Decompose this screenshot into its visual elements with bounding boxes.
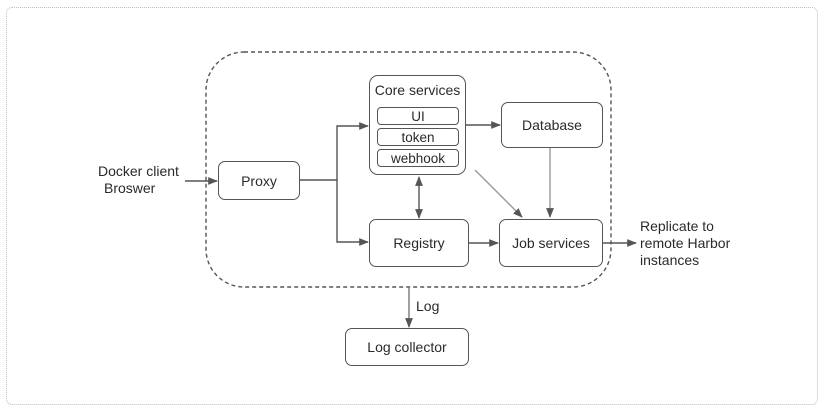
docker-client-label: Docker client Broswer xyxy=(98,163,179,196)
database-node: Database xyxy=(501,102,603,148)
arrow-proxy-registry xyxy=(336,180,369,246)
webhook-node: webhook xyxy=(377,149,459,167)
token-node: token xyxy=(377,128,459,146)
ui-node: UI xyxy=(377,107,459,125)
outer-frame xyxy=(6,7,818,405)
core-services-label: Core services xyxy=(374,82,461,98)
core-services-node: Core services UI token webhook xyxy=(369,75,466,175)
registry-label: Registry xyxy=(393,235,445,251)
job-services-label: Job services xyxy=(512,235,590,251)
job-services-node: Job services xyxy=(499,219,603,267)
replicate-label: Replicate to remote Harbor instances xyxy=(640,218,731,268)
proxy-label: Proxy xyxy=(241,172,277,189)
log-collector-label: Log collector xyxy=(367,339,447,355)
log-label: Log xyxy=(416,298,440,314)
arrow-proxy-core xyxy=(300,122,369,181)
proxy-node: Proxy xyxy=(218,161,300,200)
database-label: Database xyxy=(522,117,582,133)
log-collector-node: Log collector xyxy=(345,328,469,366)
arrow-core-job xyxy=(474,169,523,218)
registry-node: Registry xyxy=(369,219,469,267)
